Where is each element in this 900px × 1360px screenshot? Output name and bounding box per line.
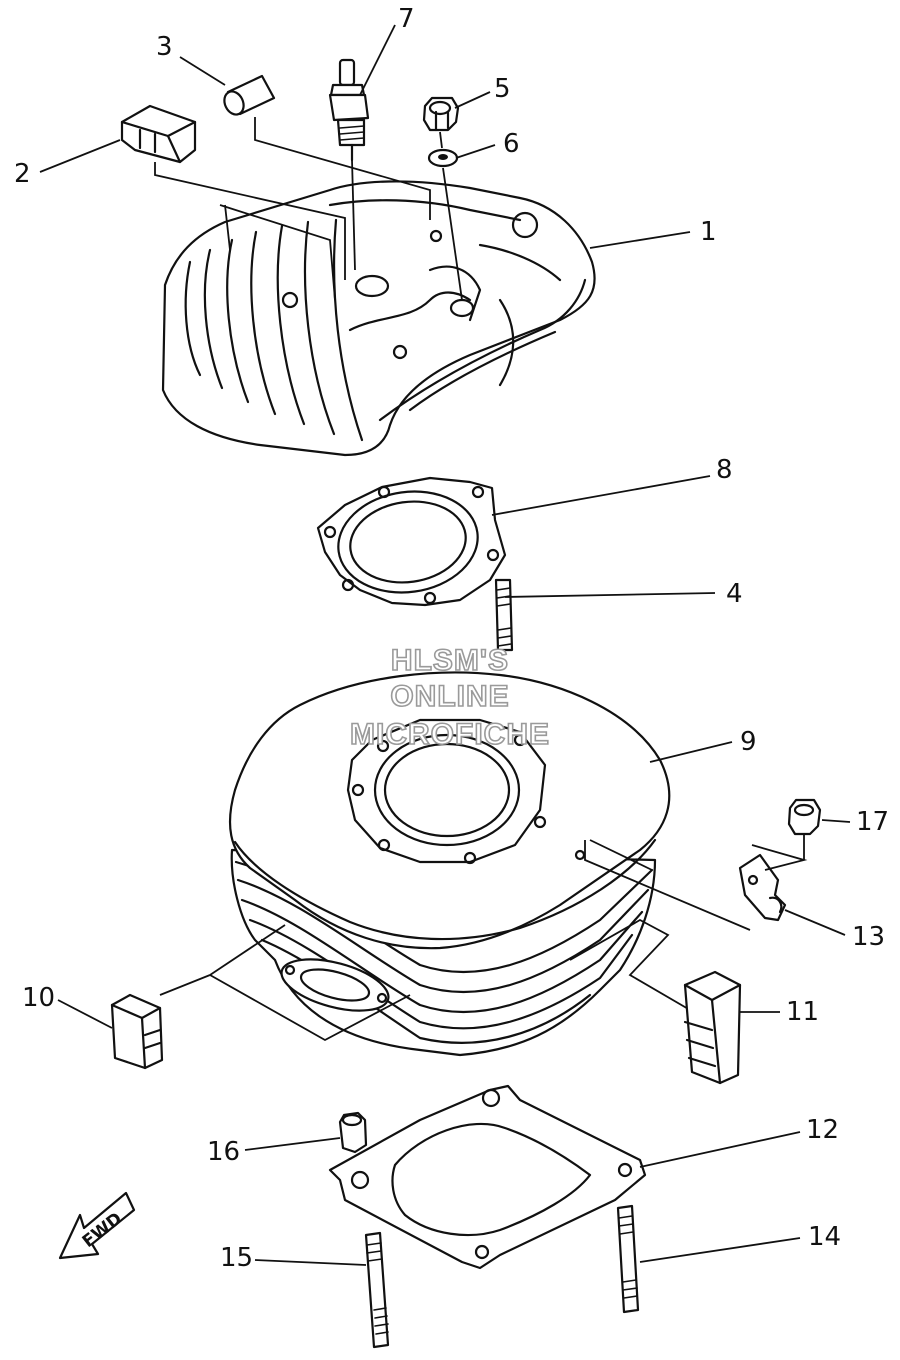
watermark-line3: MICROFICHE — [350, 718, 550, 751]
callout-6: 6 — [503, 129, 520, 159]
base-gasket-12 — [328, 1084, 647, 1270]
washer-6 — [427, 148, 459, 168]
callout-4: 4 — [726, 579, 743, 609]
callout-10: 10 — [22, 983, 55, 1013]
dowel-3 — [223, 74, 276, 116]
head-gasket-8 — [316, 476, 507, 607]
damper-11 — [683, 970, 742, 1085]
callout-17: 17 — [856, 807, 889, 837]
fwd-arrow: FWD — [58, 1191, 136, 1260]
callout-labels: 1 2 3 4 5 6 7 8 9 10 11 12 13 14 15 16 1… — [14, 4, 889, 1273]
stud-14 — [616, 1204, 640, 1314]
spark-plug-7 — [328, 58, 370, 162]
callout-12: 12 — [806, 1115, 839, 1145]
plug-16 — [338, 1111, 368, 1154]
callout-3: 3 — [156, 32, 173, 62]
callout-1: 1 — [700, 217, 717, 247]
callout-15: 15 — [220, 1243, 253, 1273]
damper-2 — [120, 104, 197, 164]
callout-leaders — [39, 24, 851, 1266]
callout-5: 5 — [494, 74, 511, 104]
callout-13: 13 — [852, 922, 885, 952]
callout-9: 9 — [740, 727, 757, 757]
callout-7: 7 — [398, 4, 415, 34]
stud-4 — [494, 578, 514, 652]
watermark-line1: HLSM'S — [391, 644, 509, 677]
assembly-lines-head — [154, 117, 463, 301]
callout-11: 11 — [786, 997, 819, 1027]
nut-17 — [787, 798, 822, 860]
clamp-13 — [738, 844, 808, 922]
nut-5 — [422, 96, 460, 132]
callout-8: 8 — [716, 455, 733, 485]
watermark: HLSM'S ONLINE MICROFICHE — [349, 643, 550, 752]
damper-10 — [110, 993, 164, 1070]
watermark-line2: ONLINE — [390, 680, 509, 713]
stud-15 — [364, 1231, 390, 1349]
callout-14: 14 — [808, 1222, 841, 1252]
cylinder-head — [161, 180, 596, 457]
callout-2: 2 — [14, 159, 31, 189]
callout-16: 16 — [207, 1137, 240, 1167]
assembly-lines-cylinder — [159, 839, 751, 1042]
cylinder-9 — [228, 671, 671, 1057]
